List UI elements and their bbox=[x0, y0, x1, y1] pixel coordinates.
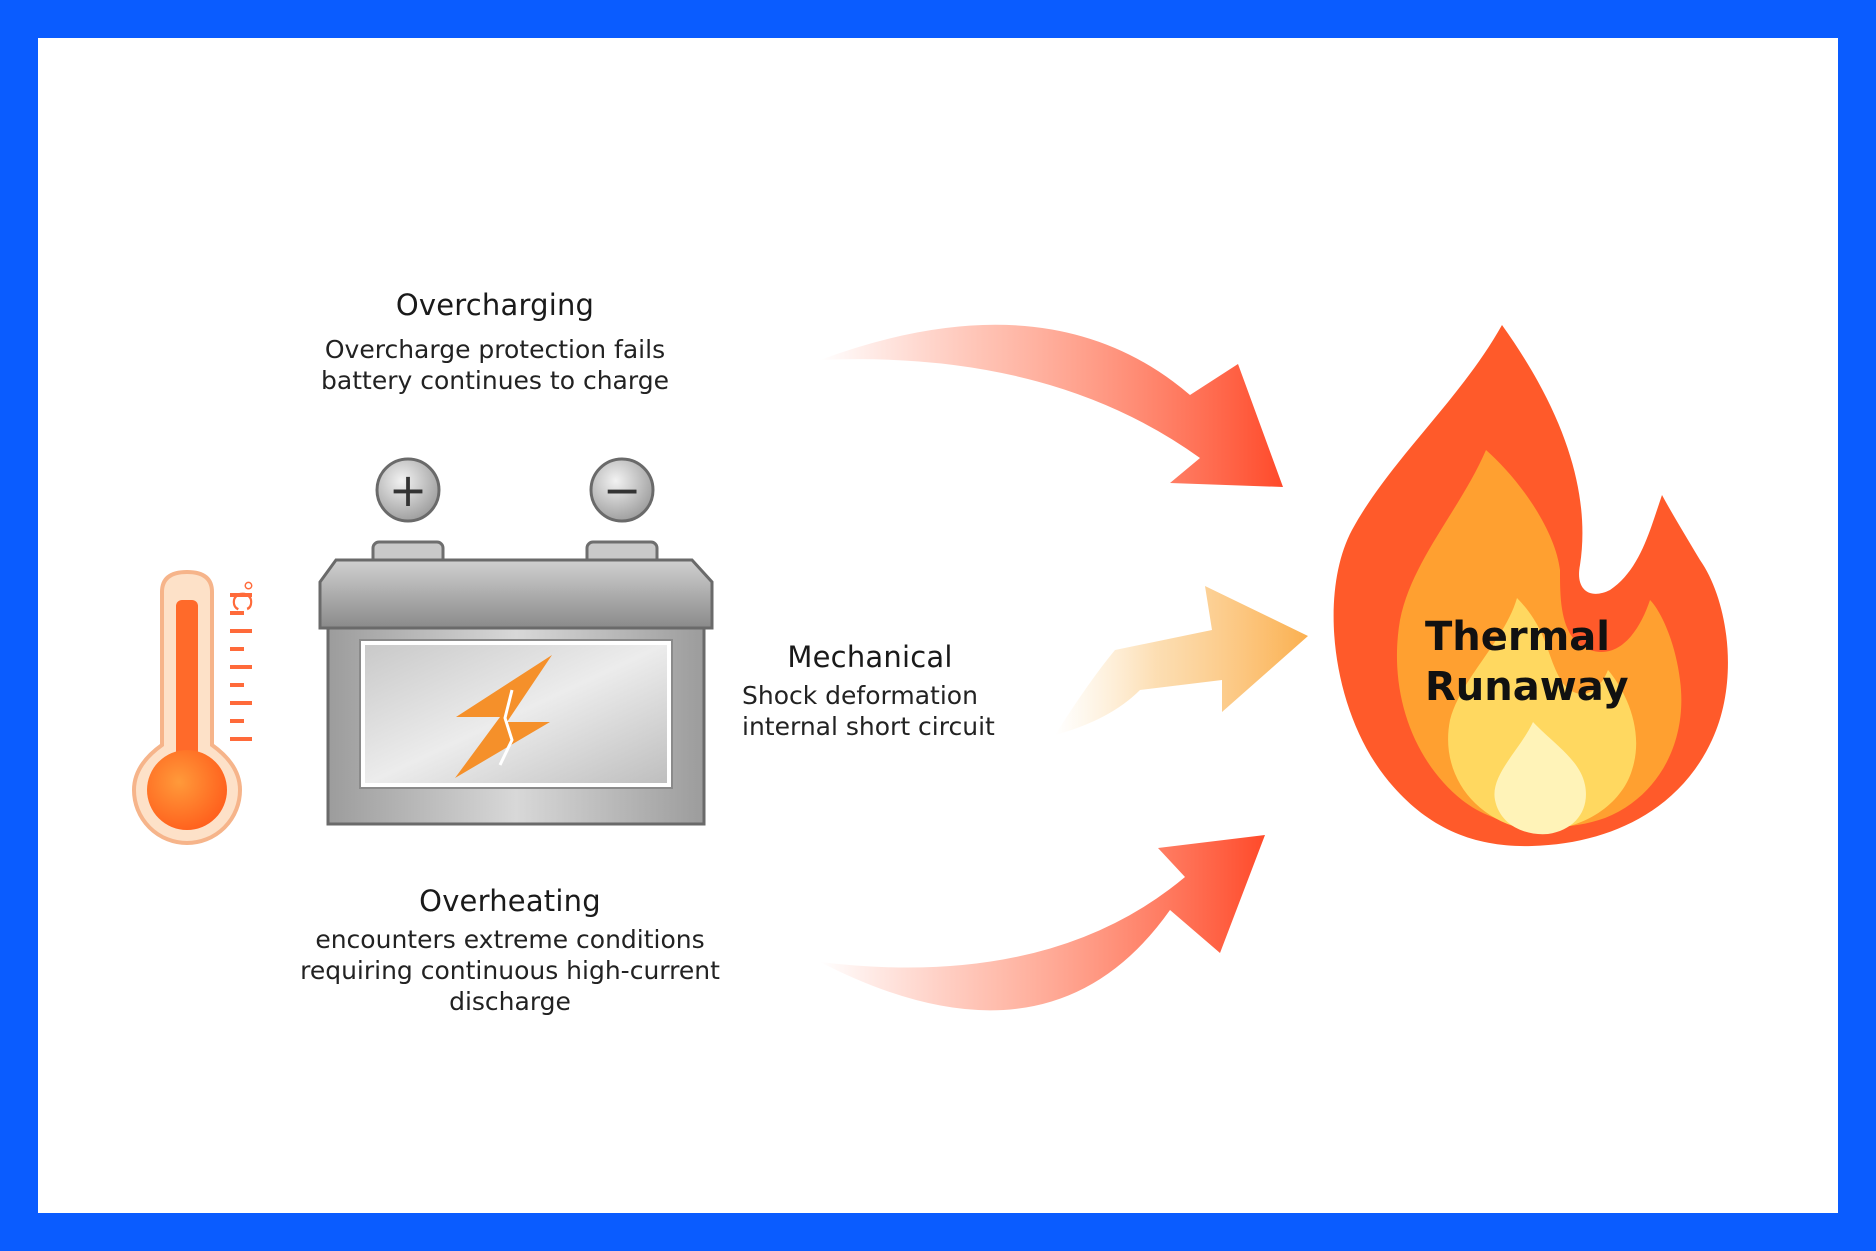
thermal-runaway-line: Thermal bbox=[1425, 614, 1610, 660]
flame-icon bbox=[1333, 325, 1728, 847]
mechanical-title: Mechanical bbox=[787, 640, 953, 674]
overcharging-title: Overcharging bbox=[395, 288, 595, 322]
positive-terminal-icon: + bbox=[375, 457, 441, 523]
overcharging-desc-line: Overcharge protection fails bbox=[324, 335, 666, 364]
battery-icon: + − bbox=[318, 457, 714, 826]
svg-text:−: − bbox=[603, 463, 642, 517]
svg-text:+: + bbox=[389, 463, 428, 517]
mechanical-label: Mechanical Shock deformation internal sh… bbox=[730, 640, 1010, 742]
overcharging-desc-line: battery continues to charge bbox=[321, 366, 669, 395]
overcharging-label: Overcharging Overcharge protection fails… bbox=[290, 288, 700, 396]
overheating-title: Overheating bbox=[419, 884, 601, 918]
mechanical-desc-line: internal short circuit bbox=[742, 712, 995, 741]
overheating-desc-line: requiring continuous high-current bbox=[300, 956, 720, 985]
mechanical-desc-line: Shock deformation bbox=[742, 681, 978, 710]
temperature-unit: °C bbox=[227, 580, 258, 611]
overheating-arrow bbox=[820, 835, 1265, 1011]
overcharging-arrow bbox=[820, 324, 1283, 487]
lightning-icon bbox=[455, 655, 552, 778]
mechanical-arrow bbox=[1055, 586, 1308, 735]
overheating-desc-line: encounters extreme conditions bbox=[315, 925, 705, 954]
thermometer-icon: °C bbox=[131, 569, 258, 845]
overheating-label: Overheating encounters extreme condition… bbox=[280, 884, 740, 1017]
negative-terminal-icon: − bbox=[589, 457, 655, 523]
thermal-runaway-line: Runaway bbox=[1425, 664, 1629, 710]
overheating-desc-line: discharge bbox=[449, 987, 571, 1016]
thermal-runaway-label: Thermal Runaway bbox=[1395, 612, 1655, 712]
